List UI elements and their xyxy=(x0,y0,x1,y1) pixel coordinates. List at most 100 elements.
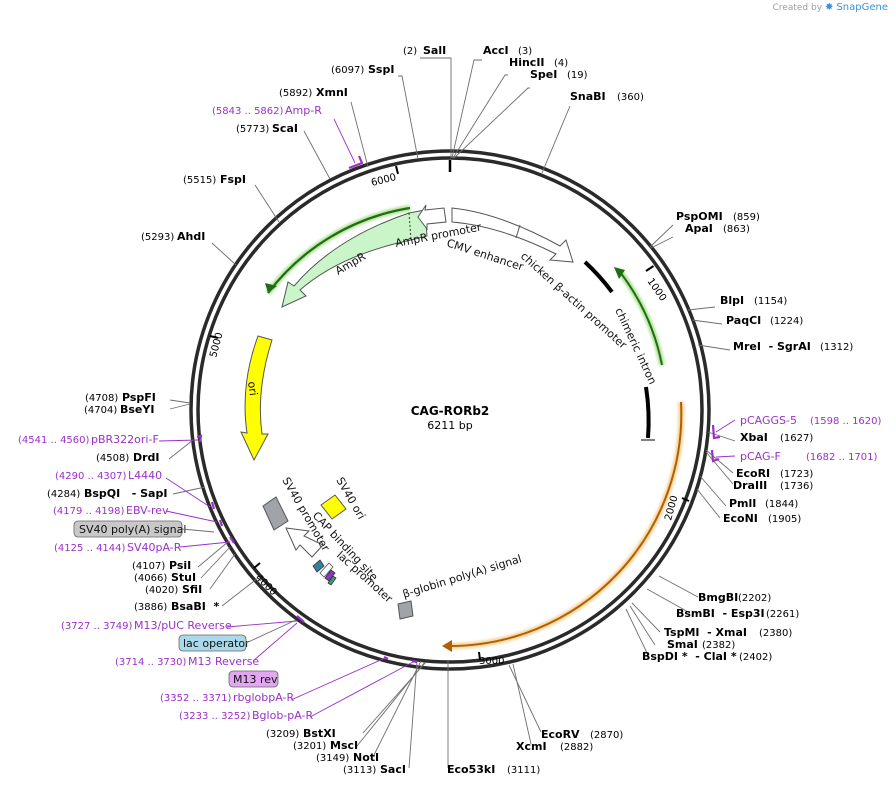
site-name: BsaBI * xyxy=(171,600,219,613)
site-pos: (3886) xyxy=(134,602,167,613)
site-pos: (863) xyxy=(723,224,750,235)
site-name: PspFI xyxy=(122,391,156,404)
sv40-polya-box-text: SV40 poly(A) signal xyxy=(79,523,186,536)
feature-label-bglobin-polya: β-globin poly(A) signal xyxy=(401,552,523,601)
site-name: EcoRI xyxy=(736,467,770,480)
site-name: PspOMI xyxy=(676,210,723,223)
site-pos: (3) xyxy=(518,46,532,57)
primer-name: pBR322ori-F xyxy=(91,433,159,446)
lac-operator-feature xyxy=(324,569,336,582)
tick-label: 3000 xyxy=(479,656,504,667)
site-name: EcoRV xyxy=(541,728,580,741)
orf-line xyxy=(447,401,683,648)
tick-2000-mark xyxy=(681,497,690,502)
site-pos: (4020) xyxy=(145,585,178,596)
exon-segment xyxy=(644,386,651,439)
primer-range: (3352 .. 3371) xyxy=(160,693,232,704)
cmv-cag-promoter-feature xyxy=(451,207,574,263)
site-name: BsmBI - Esp3I xyxy=(676,607,765,620)
site-pos: (4284) xyxy=(47,489,80,500)
site-name: SacI xyxy=(380,763,406,776)
site-pos: (4) xyxy=(554,58,568,69)
site-pos: (5515) xyxy=(183,175,216,186)
site-name: EcoNI xyxy=(723,512,758,525)
site-name: SmaI xyxy=(667,638,698,651)
site-labels: (2) SalI AccI (3) HincII (4) SpeI (19) S… xyxy=(47,44,853,776)
primer-range: (3714 .. 3730) xyxy=(115,657,187,668)
site-name: PmlI xyxy=(729,497,756,510)
tick-5000-mark xyxy=(209,335,219,339)
site-pos: (2202) xyxy=(738,593,771,604)
plasmid-name: CAG-RORb2 xyxy=(411,404,490,418)
sv40-polya-leader xyxy=(181,528,215,533)
site-name: Eco53kI xyxy=(447,763,495,776)
primer-range: (4290 .. 4307) xyxy=(55,471,127,482)
site-pos: (1736) xyxy=(780,481,813,492)
site-name: XmnI xyxy=(316,86,348,99)
site-pos: (1224) xyxy=(770,316,803,327)
site-name: BspQI - SapI xyxy=(84,487,167,500)
backbone-inner xyxy=(196,156,704,664)
site-name: AhdI xyxy=(177,230,205,243)
lac-promoter-feature xyxy=(319,562,334,578)
tick-1000-mark xyxy=(645,265,655,272)
site-pos: (2261) xyxy=(766,609,799,620)
site-pos: (5892) xyxy=(279,88,312,99)
tick-label: 6000 xyxy=(370,172,397,189)
site-name: StuI xyxy=(171,571,196,584)
site-pos: (2380) xyxy=(759,628,792,639)
site-pos: (4107) xyxy=(132,561,165,572)
credit-brand: SnapGene xyxy=(836,2,888,13)
tick-6000-mark xyxy=(395,165,399,175)
site-name: FspI xyxy=(220,173,246,186)
ori-feature xyxy=(240,335,273,462)
primer-name: pCAG-F xyxy=(740,450,781,463)
primer-leader-lines xyxy=(158,118,736,718)
ampr-promoter-feature xyxy=(417,204,447,231)
site-pos: (2402) xyxy=(739,652,772,663)
site-name: NotI xyxy=(353,751,379,764)
lac-operator-leader xyxy=(245,619,297,644)
primer-name: M13/pUC Reverse xyxy=(134,619,232,632)
ampr-boundary xyxy=(408,212,412,241)
site-pos: (19) xyxy=(567,70,588,81)
site-name: HincII xyxy=(509,56,545,69)
orf-arrowhead xyxy=(442,640,452,652)
site-pos: (2882) xyxy=(560,742,593,753)
site-pos: (2870) xyxy=(590,730,623,741)
site-name: ScaI xyxy=(272,122,298,135)
site-name: SfiI xyxy=(182,583,202,596)
site-pos: (2382) xyxy=(702,640,735,651)
backbone-outer xyxy=(189,149,711,671)
site-name: BspDI * - ClaI * xyxy=(642,650,737,663)
intron-arrowhead xyxy=(614,267,625,279)
primer-name: SV40pA-R xyxy=(127,541,182,554)
sv40-ori-feature xyxy=(320,494,347,520)
site-name: SpeI xyxy=(530,68,557,81)
site-pos: (3149) xyxy=(316,753,349,764)
primer-range: (4179 .. 4198) xyxy=(53,506,125,517)
site-name: MreI - SgrAI xyxy=(733,340,811,353)
site-pos: (4708) xyxy=(85,393,118,404)
site-name: PaqCI xyxy=(726,314,761,327)
site-pos: (859) xyxy=(733,212,760,223)
site-leader-lines xyxy=(168,57,736,769)
primer-name: Amp-R xyxy=(285,104,322,117)
site-pos: (2) xyxy=(403,46,417,57)
m13-rev-feature xyxy=(327,575,337,586)
site-name: BlpI xyxy=(720,294,744,307)
intron-line xyxy=(619,271,663,366)
site-pos: (5773) xyxy=(236,124,269,135)
site-name: BstXI xyxy=(303,727,336,740)
site-pos: (4066) xyxy=(134,573,167,584)
primer-range: (4541 .. 4560) xyxy=(18,435,90,446)
primer-name: pCAGGS-5 xyxy=(740,414,797,427)
site-pos: (4508) xyxy=(96,453,129,464)
site-pos: (6097) xyxy=(331,65,364,76)
m13-rev-box-text: M13 rev xyxy=(233,673,278,686)
site-pos: (3201) xyxy=(293,741,326,752)
site-pos: (1905) xyxy=(768,514,801,525)
feature-label-ori: ori xyxy=(245,381,260,397)
sv40-polya-feature xyxy=(262,496,289,531)
